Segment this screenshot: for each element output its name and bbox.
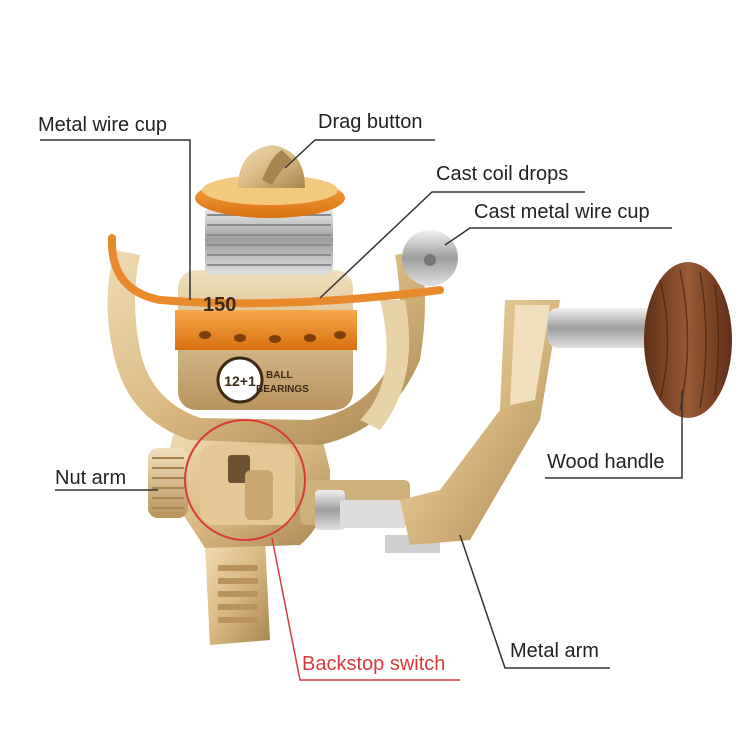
- reel-foot: [205, 540, 270, 645]
- callout-cast-coil-drops: [319, 191, 585, 299]
- handle-shaft: [548, 308, 658, 348]
- rotor-frame: [107, 250, 425, 445]
- line-roller: [402, 230, 458, 286]
- label-metal-arm: Metal arm: [510, 640, 599, 662]
- bearings-text-2: BEARINGS: [256, 384, 309, 395]
- model-number: 150: [203, 294, 236, 316]
- bearings-badge: 12+1 BALL BEARINGS: [216, 356, 309, 404]
- wood-handle-knob: [644, 262, 732, 418]
- callout-lines: [40, 139, 683, 669]
- label-nut-arm: Nut arm: [55, 467, 127, 489]
- label-metal-wire-cup: Metal wire cup: [38, 114, 167, 136]
- label-drag-button: Drag button: [318, 111, 423, 133]
- callout-drag-button: [284, 139, 435, 169]
- label-cast-metal-wire-cup: Cast metal wire cup: [474, 201, 650, 223]
- label-cast-coil-drops: Cast coil drops: [436, 163, 569, 185]
- crank-arm: [400, 300, 560, 545]
- callout-metal-wire-cup: [40, 139, 191, 300]
- gear-shaft: [300, 480, 440, 553]
- bail-wire: [107, 234, 444, 308]
- bearings-count: 12+1: [224, 373, 256, 389]
- label-backstop-switch: Backstop switch: [302, 653, 446, 675]
- callout-cast-metal-wire-cup: [444, 227, 672, 246]
- nut-arm-knob: [148, 448, 188, 518]
- callout-metal-arm: [459, 534, 610, 669]
- backstop-highlight-circle: [184, 419, 306, 541]
- reel-body: [168, 430, 330, 548]
- callout-wood-handle: [545, 390, 683, 479]
- bearings-text-1: BALL: [266, 370, 293, 381]
- label-wood-handle: Wood handle: [547, 451, 665, 473]
- callout-backstop-switch: [271, 537, 460, 681]
